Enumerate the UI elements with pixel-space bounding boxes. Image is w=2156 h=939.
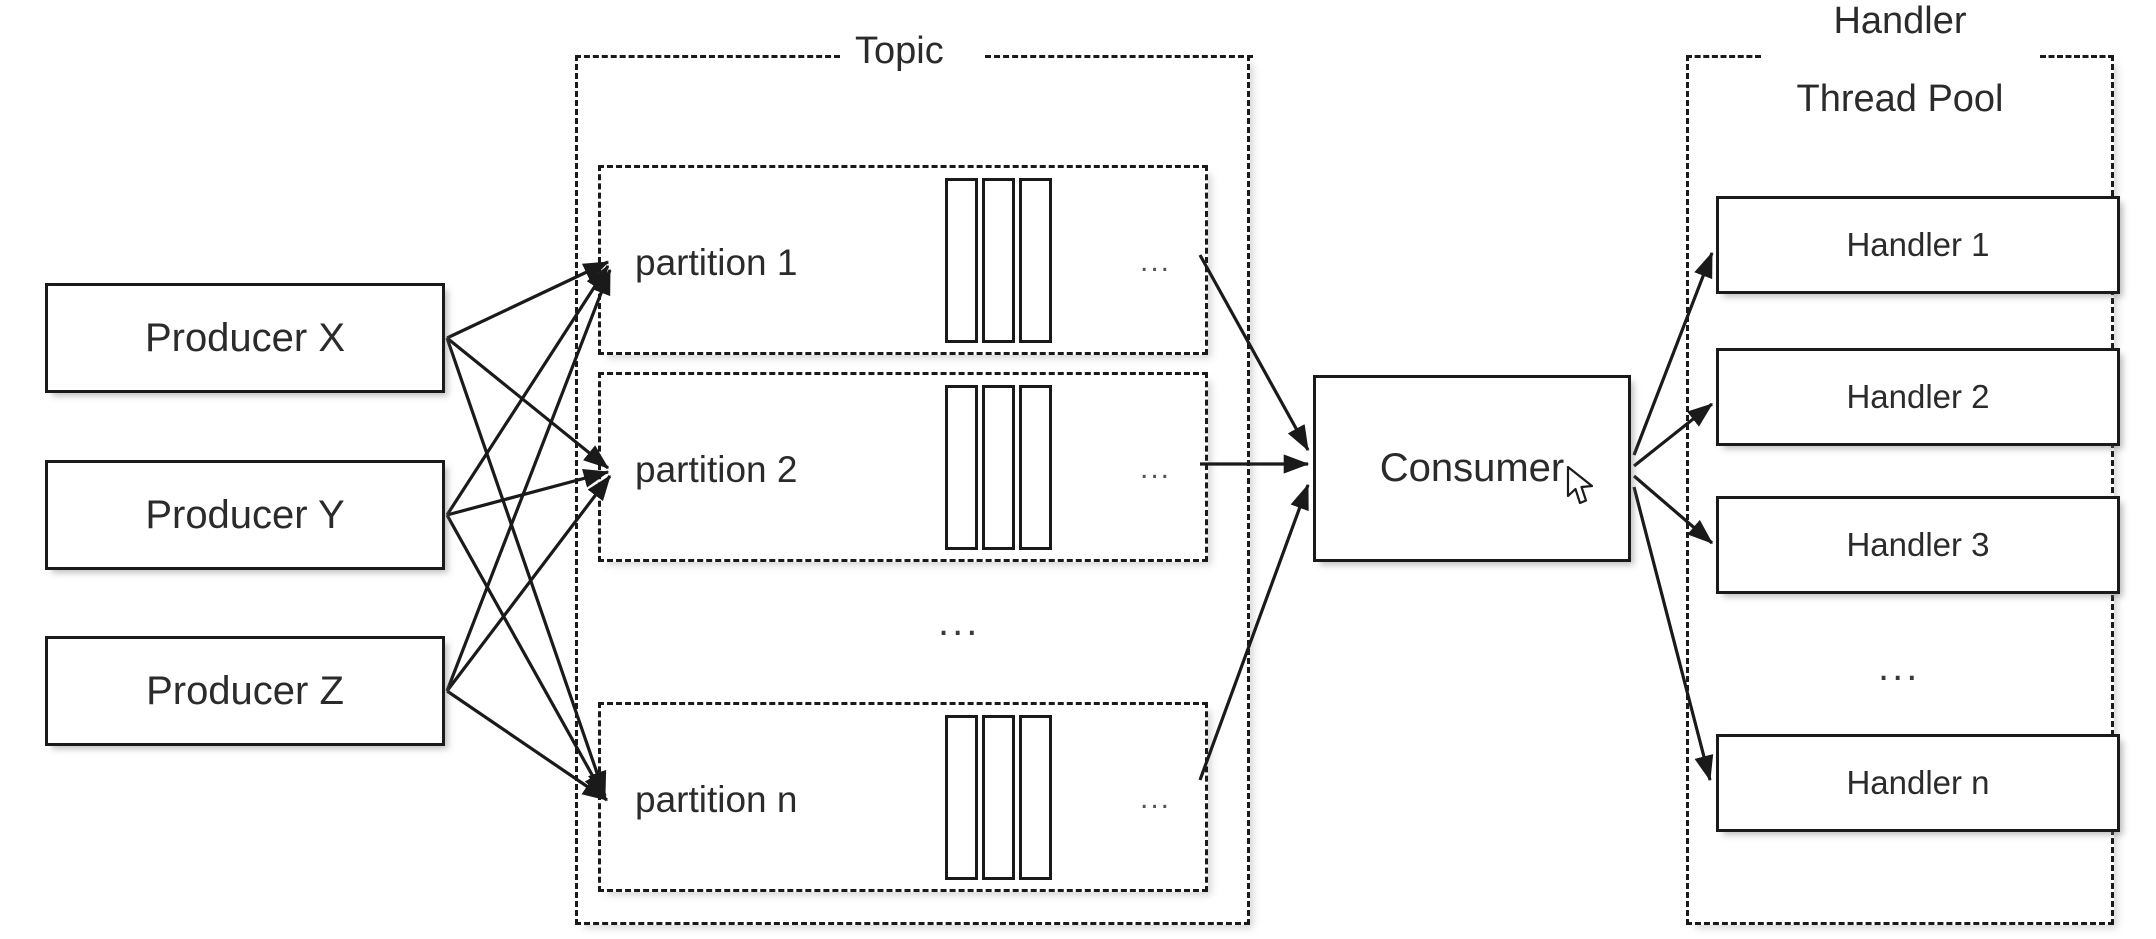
message-cell (982, 178, 1015, 343)
handler-2-box[interactable]: Handler 2 (1716, 348, 2120, 446)
partition-1-ellipsis: ... (1140, 245, 1172, 278)
producer-y-label: Producer Y (145, 492, 345, 537)
producer-z-box[interactable]: Producer Z (45, 636, 445, 746)
handler-n-box[interactable]: Handler n (1716, 734, 2120, 832)
partition-2-label: partition 2 (635, 449, 798, 490)
handler-pool-title-line2: Thread Pool (1796, 78, 2004, 120)
handler-2-label: Handler 2 (1846, 378, 1990, 415)
message-cell (982, 385, 1015, 550)
partition-2-message-cells (945, 385, 1052, 550)
partition-n-ellipsis: ... (1140, 782, 1172, 815)
handler-3-label: Handler 3 (1846, 526, 1990, 563)
producer-z-label: Producer Z (146, 668, 344, 713)
topic-label: Topic (855, 30, 944, 72)
handler-n-label: Handler n (1846, 764, 1990, 801)
message-cell (1019, 385, 1052, 550)
message-cell (945, 715, 978, 880)
handler-1-box[interactable]: Handler 1 (1716, 196, 2120, 294)
message-cell (1019, 715, 1052, 880)
partition-1-box[interactable] (598, 165, 1208, 355)
producer-x-label: Producer X (144, 315, 346, 360)
producer-x-box[interactable]: Producer X (45, 283, 445, 393)
message-cell (1019, 178, 1052, 343)
producer-y-box[interactable]: Producer Y (45, 460, 445, 570)
partition-n-label: partition n (635, 779, 798, 820)
pool-border-top-left (1686, 55, 1761, 58)
handler-3-box[interactable]: Handler 3 (1716, 496, 2120, 594)
partition-1-label: partition 1 (635, 242, 798, 283)
handler-pool-title-line1: Handler (1833, 0, 1967, 42)
consumer-box[interactable]: Consumer (1313, 375, 1631, 562)
partition-n-message-cells (945, 715, 1052, 880)
handler-pool-vertical-ellipsis: ... (1878, 645, 1921, 689)
message-cell (982, 715, 1015, 880)
topic-vertical-ellipsis: ... (938, 600, 981, 644)
consumer-label: Consumer (1379, 446, 1565, 490)
partition-2-ellipsis: ... (1140, 452, 1172, 485)
partition-1-message-cells (945, 178, 1052, 343)
message-cell (945, 178, 978, 343)
partition-2-box[interactable] (598, 372, 1208, 562)
pool-border-top-right (2040, 55, 2114, 58)
topic-border-top-left (575, 55, 840, 58)
message-cell (945, 385, 978, 550)
handler-1-label: Handler 1 (1846, 226, 1990, 263)
topic-border-top-right (985, 55, 1253, 58)
